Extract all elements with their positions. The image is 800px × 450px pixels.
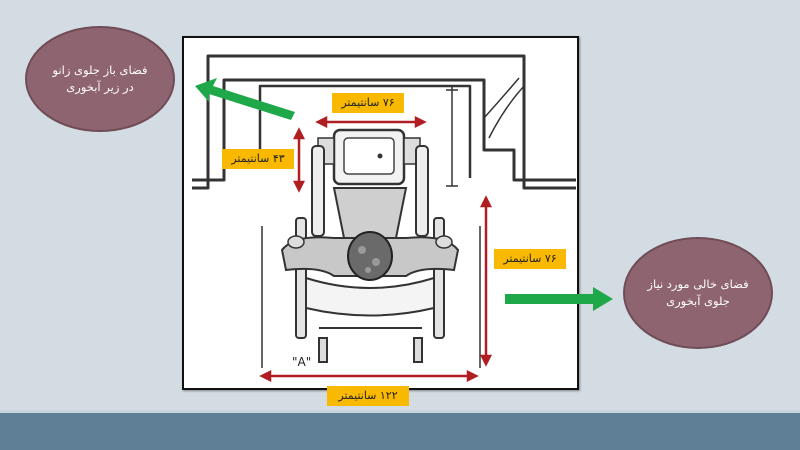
divider-line	[0, 410, 800, 413]
right-depth-label: ۷۶ سانتیمتر	[494, 249, 566, 269]
footer-band	[0, 413, 800, 450]
clear-space-bubble: فضای خالی مورد نیاز جلوی آبخوری	[623, 237, 773, 349]
knee-space-bubble: فضای باز جلوی زانو در زیر آبخوری	[25, 26, 175, 132]
alcove-outline	[258, 84, 472, 178]
pipe-line	[488, 85, 525, 139]
person	[280, 187, 460, 281]
top-width-label: ۷۶ سانتیمتر	[332, 93, 404, 113]
fountain-bowl	[317, 128, 421, 186]
drawing: "A"	[192, 54, 576, 383]
point-a-label: "A"	[292, 355, 311, 369]
knee-depth-label: ۴۳ سانتیمتر	[222, 149, 294, 169]
wheelchair-diagram: "A"	[182, 36, 579, 390]
counter-outer-outline	[192, 54, 576, 190]
knee-space-pointer-arrow	[195, 78, 295, 120]
wheelchair	[295, 145, 445, 363]
clear-space-pointer-arrow	[505, 287, 613, 311]
bottom-width-label: ۱۲۲ سانتیمتر	[327, 386, 409, 406]
knee-space-text: فضای باز جلوی زانو در زیر آبخوری	[52, 63, 148, 94]
clear-space-text: فضای خالی مورد نیاز جلوی آبخوری	[647, 277, 749, 308]
